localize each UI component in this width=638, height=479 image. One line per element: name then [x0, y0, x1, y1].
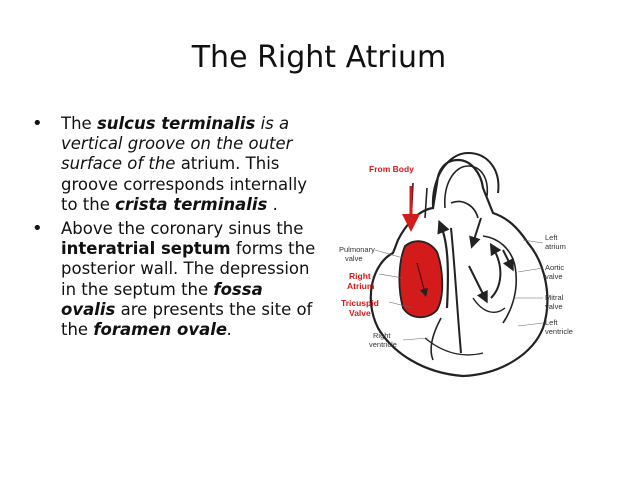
text-run: Above the coronary sinus the	[61, 219, 304, 239]
heart-outline	[369, 158, 549, 378]
label-pulmonary-valve: Pulmonary	[339, 245, 375, 254]
term-foramen-ovale: foramen ovale	[93, 320, 228, 340]
label-from-body: From Body	[369, 164, 414, 174]
label-left-atrium: Left	[545, 233, 558, 242]
text-run: is a vertical groove on the outer surfac…	[61, 114, 293, 174]
label-tricuspid-valve-2: Valve	[349, 308, 371, 318]
label-aortic-valve-2: valve	[545, 272, 563, 281]
aorta-outline	[431, 151, 500, 209]
label-left-atrium-2: atrium	[545, 242, 566, 251]
slide-title: The Right Atrium	[191, 40, 447, 75]
label-right-ventricle: Right	[373, 331, 391, 340]
label-mitral-valve-2: valve	[545, 302, 563, 311]
bullet-item: Above the coronary sinus the interatrial…	[30, 219, 320, 340]
label-right-atrium-2: Atrium	[347, 281, 375, 291]
text-run: .	[227, 320, 233, 340]
text-run: .	[267, 194, 278, 214]
term-fossa-ovalis: fossa ovalis	[61, 279, 263, 319]
label-left-ventricle-2: ventricle	[545, 327, 573, 336]
label-tricuspid-valve: Tricuspid	[341, 298, 379, 308]
text-run: The	[61, 114, 97, 133]
text-run: atrium. This groove corresponds internal…	[61, 154, 308, 214]
label-mitral-valve: Mitral	[545, 293, 564, 302]
heart-diagram: From Body Pulmonary valve Right Atrium T…	[339, 151, 573, 378]
label-right-ventricle-2: ventricle	[369, 340, 397, 349]
label-right-atrium: Right	[349, 271, 371, 281]
label-left-ventricle: Left	[545, 318, 558, 327]
text-run: are presents the site of the	[61, 299, 313, 340]
term-crista-terminalis: crista terminalis	[115, 194, 268, 214]
term-sulcus-terminalis: sulcus terminalis	[96, 114, 256, 133]
text-run: forms the posterior wall. The depression…	[61, 239, 316, 299]
bullet-item: The sulcus terminalis is a vertical groo…	[30, 114, 320, 215]
bullet-list: The sulcus terminalis is a vertical groo…	[30, 114, 320, 344]
term-interatrial-septum: interatrial septum	[61, 239, 231, 259]
label-aortic-valve: Aortic	[545, 263, 564, 272]
label-pulmonary-valve-2: valve	[345, 254, 363, 263]
